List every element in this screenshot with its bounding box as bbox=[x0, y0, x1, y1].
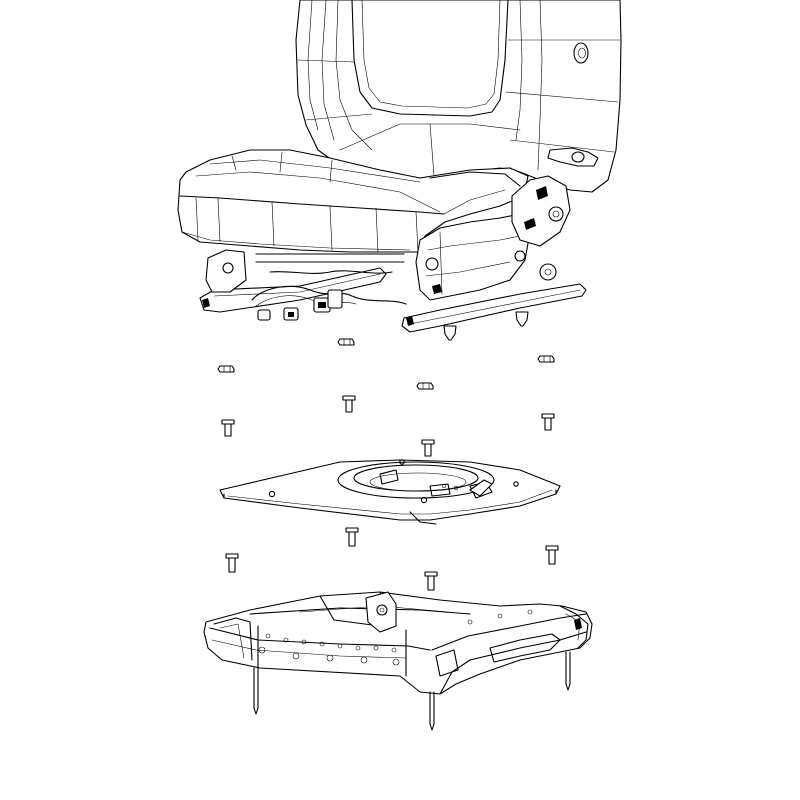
bolt-lower-4 bbox=[545, 545, 559, 565]
swivel-plate bbox=[219, 459, 561, 525]
bolt-lower-3 bbox=[424, 571, 438, 591]
nut-2 bbox=[337, 338, 355, 346]
bolt-upper-3 bbox=[421, 439, 435, 457]
nut-3 bbox=[416, 382, 434, 390]
bolt-lower-2 bbox=[345, 527, 359, 547]
seat-riser-base bbox=[203, 591, 593, 731]
bolt-upper-2 bbox=[342, 395, 356, 413]
nut-4 bbox=[537, 355, 555, 363]
lower-bolts bbox=[225, 527, 559, 591]
bolt-upper-1 bbox=[221, 419, 235, 437]
seat-adjuster-track bbox=[199, 175, 587, 341]
seat-back bbox=[295, 0, 622, 193]
upper-nuts bbox=[217, 338, 555, 390]
upper-bolts bbox=[221, 395, 555, 457]
bolt-lower-1 bbox=[225, 553, 239, 573]
seat-cushion bbox=[177, 149, 529, 253]
bolt-upper-4 bbox=[541, 413, 555, 431]
nut-1 bbox=[217, 365, 235, 373]
